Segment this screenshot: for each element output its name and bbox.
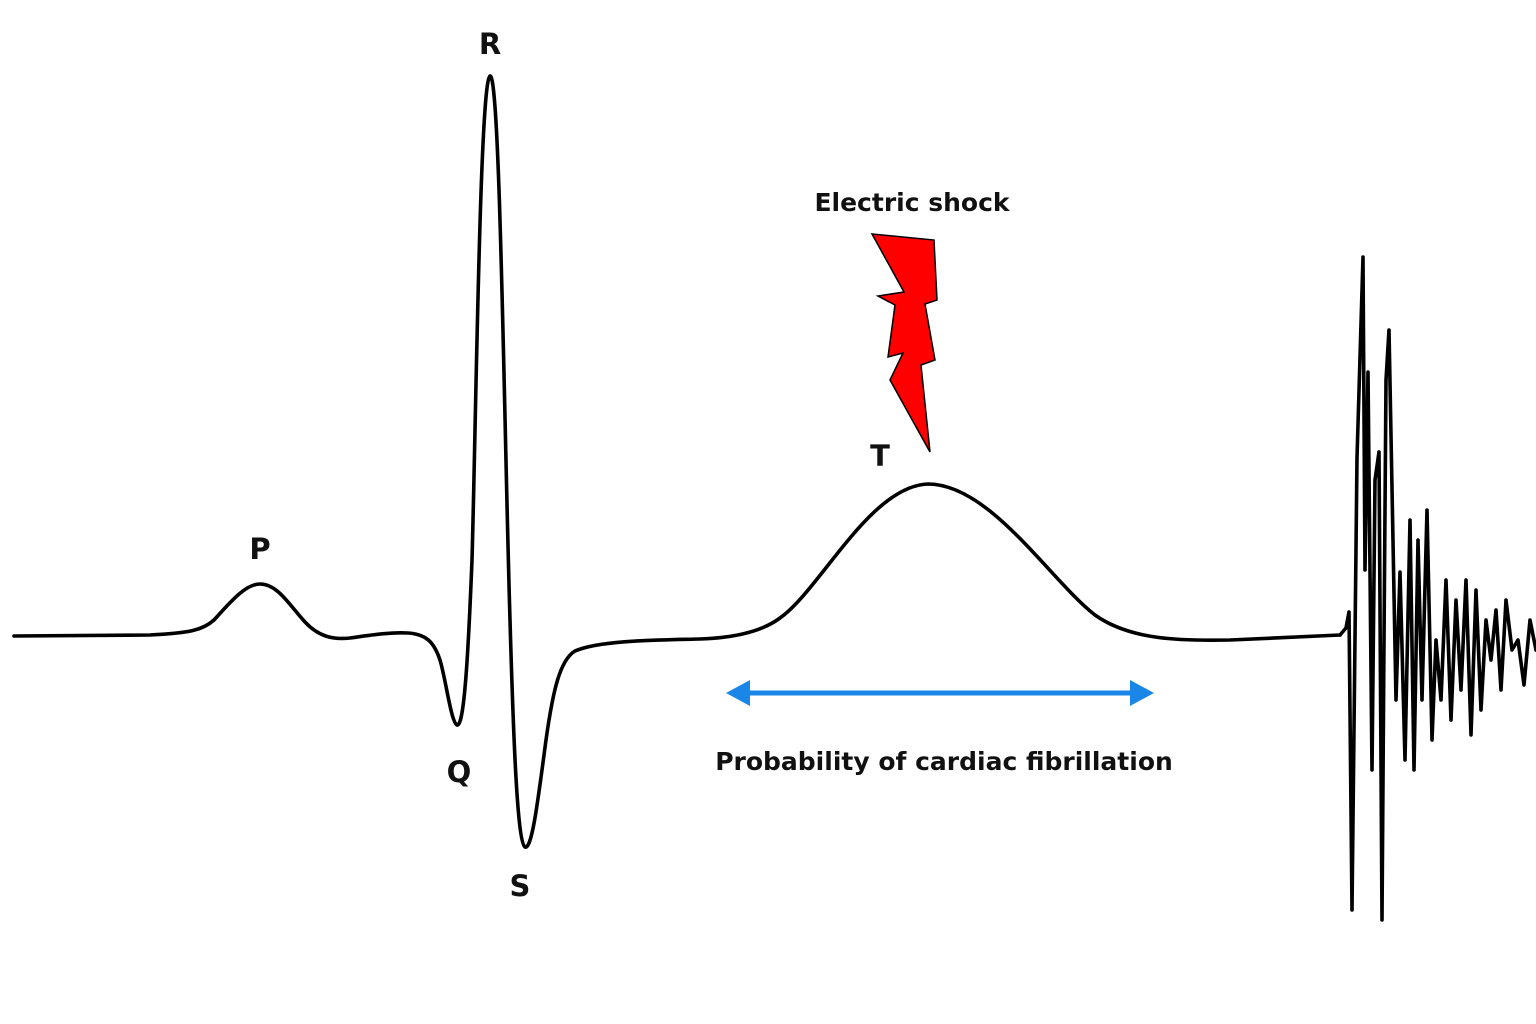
label-q: Q (447, 755, 472, 789)
label-t: T (870, 439, 890, 473)
label-s: S (510, 869, 531, 903)
fibrillation-trace (1338, 255, 1536, 922)
electric-shock-label: Electric shock (814, 188, 1010, 217)
label-r: R (479, 27, 501, 61)
double-headed-arrow-icon (726, 680, 1154, 706)
label-p: P (249, 532, 270, 566)
ecg-trace (12, 74, 1342, 849)
lightning-bolt-icon (870, 233, 938, 453)
fibrillation-probability-label: Probability of cardiac fibrillation (715, 747, 1173, 776)
